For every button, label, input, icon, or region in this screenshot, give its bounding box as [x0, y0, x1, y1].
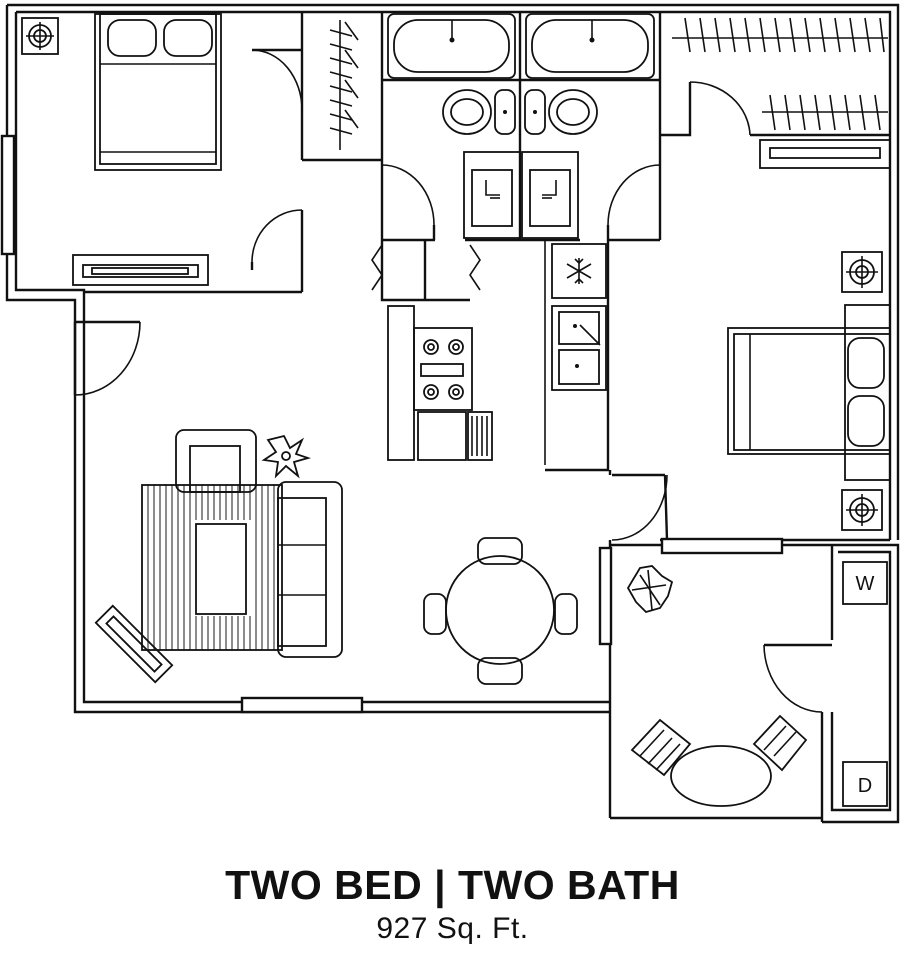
fridge-snowflake-icon	[551, 243, 607, 299]
window-icon	[0, 134, 16, 256]
floor-plan: W D	[0, 3, 900, 824]
living-room	[94, 429, 578, 685]
patio-table-icon	[670, 745, 772, 807]
ceiling-fan-icon	[841, 251, 883, 293]
patio-chair-icon	[752, 714, 808, 772]
exterior-walls	[5, 3, 900, 824]
bedroom-1	[21, 13, 359, 286]
bathroom-1	[387, 13, 521, 239]
washer-icon	[842, 561, 888, 605]
ceiling-fan-icon	[841, 489, 883, 531]
window-icon	[598, 546, 613, 646]
armchair-icon	[175, 429, 257, 493]
sink-icon	[551, 305, 607, 391]
patio-chair-icon	[630, 718, 692, 777]
plan-square-footage: 927 Sq. Ft.	[376, 912, 529, 945]
dresser-icon	[72, 254, 209, 286]
dryer-label: D	[858, 775, 872, 797]
doors	[73, 48, 832, 713]
washer-label: W	[856, 573, 875, 595]
sink-icon	[463, 151, 521, 239]
toilet-icon	[524, 89, 598, 135]
bed-icon	[94, 13, 222, 171]
coffee-table-icon	[195, 523, 247, 615]
dresser-icon	[759, 139, 891, 169]
dishwasher-icon	[417, 411, 493, 461]
dryer-icon	[842, 761, 888, 807]
plant-icon	[261, 434, 312, 479]
window-icon	[660, 537, 784, 555]
patio	[626, 565, 808, 807]
dining-table-icon	[423, 537, 578, 685]
bathroom-2	[521, 13, 655, 239]
bedroom-2	[727, 251, 891, 531]
bed-icon	[727, 304, 891, 481]
closet-rod-icon	[329, 20, 359, 150]
window-icon	[240, 696, 364, 714]
plant-icon	[626, 565, 674, 614]
bathtub-icon	[525, 13, 655, 79]
interior-walls	[75, 12, 890, 545]
windows	[0, 134, 784, 714]
tv-console-icon	[94, 604, 174, 684]
sofa-icon	[277, 481, 343, 658]
bathtub-icon	[387, 13, 516, 79]
closet-rod-icon	[672, 17, 888, 131]
ceiling-fan-icon	[21, 17, 59, 55]
toilet-icon	[442, 89, 516, 135]
closet-2	[672, 17, 891, 169]
plan-title: TWO BED | TWO BATH	[225, 862, 680, 908]
sink-icon	[521, 151, 579, 239]
pantry-icon	[387, 305, 415, 461]
stove-icon	[413, 327, 473, 411]
rug-icon	[141, 484, 283, 651]
kitchen	[387, 240, 607, 465]
laundry: W D	[842, 561, 888, 807]
